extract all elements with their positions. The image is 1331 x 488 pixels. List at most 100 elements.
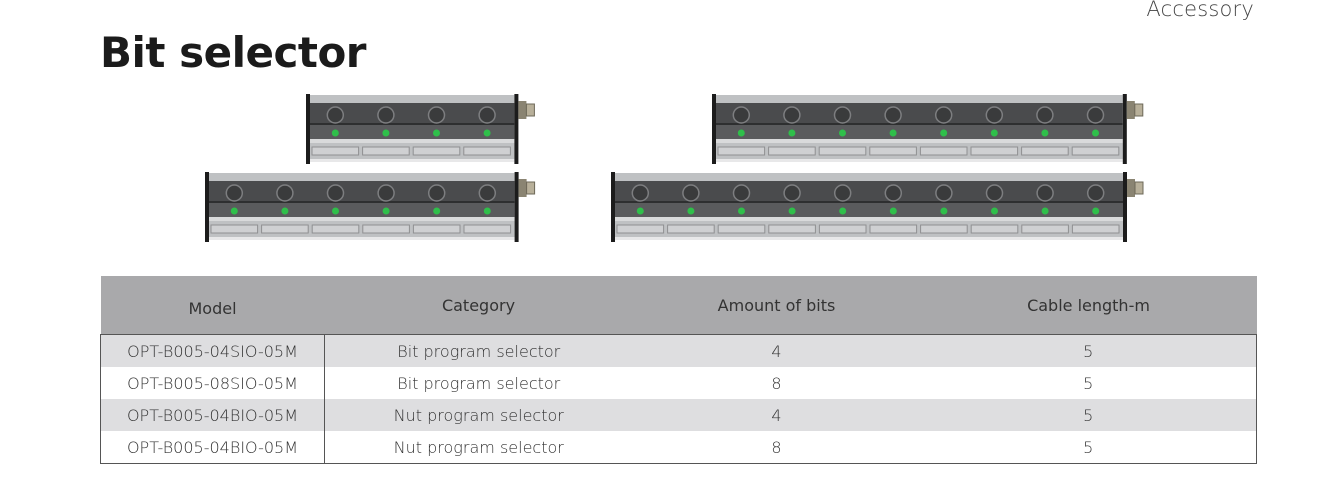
cell-amount-of-bits: 8 <box>632 367 921 399</box>
cell-amount-of-bits: 4 <box>632 399 921 431</box>
status-led-icon <box>483 129 491 137</box>
bit-socket-icon <box>1086 184 1105 202</box>
bit-socket-icon <box>783 184 801 202</box>
bit-socket-icon <box>225 184 244 202</box>
cell-cable-length: 5 <box>920 431 1257 464</box>
status-led-icon <box>1092 207 1100 215</box>
column-header-amount-of-bits: Amount of bits <box>632 276 921 335</box>
end-cap <box>611 172 615 242</box>
connector-icon <box>1127 179 1135 197</box>
column-header-model: Model <box>100 276 325 335</box>
bit-socket-icon <box>732 106 751 124</box>
spec-table: Model Category Amount of bits Cable leng… <box>100 276 1257 464</box>
table-header-row: Model Category Amount of bits Cable leng… <box>100 276 1257 335</box>
status-led-icon <box>281 207 289 215</box>
end-cap <box>205 172 209 242</box>
table-row: OPT-B005-04SIO-05M Bit program selector … <box>100 334 1257 367</box>
status-led-icon <box>839 129 846 137</box>
status-led-icon <box>940 207 948 215</box>
status-led-icon <box>331 129 339 137</box>
cell-cable-length: 5 <box>920 334 1257 367</box>
cell-model: OPT-B005-04SIO-05M <box>100 334 325 367</box>
status-led-icon <box>382 207 390 215</box>
bit-socket-icon <box>1036 184 1054 202</box>
bit-socket-icon <box>783 106 801 124</box>
bit-selector-unit <box>306 94 535 164</box>
bit-socket-icon <box>377 106 395 124</box>
status-led-icon <box>737 129 745 137</box>
status-led-icon <box>332 207 339 215</box>
status-led-icon <box>636 207 644 215</box>
bit-socket-icon <box>935 184 953 202</box>
bit-socket-icon <box>682 184 700 202</box>
bit-socket-icon <box>1086 106 1105 124</box>
status-led-icon <box>382 129 390 137</box>
column-header-cable-length: Cable length-m <box>920 276 1257 335</box>
end-cap <box>514 94 519 164</box>
section-tag: Accessory <box>1146 0 1254 21</box>
end-cap <box>1123 172 1127 242</box>
bit-socket-icon <box>631 184 650 202</box>
status-led-icon <box>433 207 441 215</box>
status-led-icon <box>687 207 695 215</box>
bit-socket-icon <box>934 106 953 124</box>
status-led-icon <box>990 129 998 137</box>
status-led-icon <box>483 207 491 215</box>
bit-socket-icon <box>427 106 446 124</box>
product-image <box>205 94 1144 242</box>
bit-socket-icon <box>833 184 852 202</box>
column-header-category: Category <box>324 276 633 335</box>
bit-socket-icon <box>326 106 345 124</box>
page-title: Bit selector <box>100 28 367 77</box>
status-led-icon <box>1092 129 1099 137</box>
status-led-icon <box>839 207 847 215</box>
status-led-icon <box>1041 129 1049 137</box>
bit-socket-icon <box>884 184 903 202</box>
status-led-icon <box>788 129 796 137</box>
cell-category: Bit program selector <box>324 367 633 399</box>
status-led-icon <box>433 129 440 137</box>
end-cap <box>306 94 310 164</box>
cell-model: OPT-B005-08SIO-05M <box>100 367 325 399</box>
status-led-icon <box>1041 207 1049 215</box>
table-row: OPT-B005-04BIO-05M Nut program selector … <box>100 399 1257 431</box>
cell-amount-of-bits: 8 <box>632 431 921 464</box>
cell-model: OPT-B005-04BIO-05M <box>100 399 325 431</box>
bit-socket-icon <box>732 184 751 202</box>
bit-selector-unit <box>712 94 1144 164</box>
connector-icon <box>518 101 527 119</box>
connector-icon <box>518 179 527 197</box>
bit-socket-icon <box>478 106 496 124</box>
bit-socket-icon <box>276 184 294 202</box>
cell-category: Nut program selector <box>324 399 633 431</box>
connector-icon <box>1126 101 1135 119</box>
status-led-icon <box>991 207 998 215</box>
status-led-icon <box>788 207 796 215</box>
status-led-icon <box>940 129 948 137</box>
bit-socket-icon <box>884 106 902 124</box>
bit-socket-icon <box>1036 106 1054 124</box>
cell-category: Bit program selector <box>324 334 633 367</box>
bit-socket-icon <box>377 184 395 202</box>
bit-selector-unit <box>611 172 1144 242</box>
end-cap <box>514 172 519 242</box>
bit-socket-icon <box>833 106 852 124</box>
bit-socket-icon <box>985 184 1004 202</box>
cell-cable-length: 5 <box>920 367 1257 399</box>
cell-model: OPT-B005-04BIO-05M <box>100 431 325 464</box>
bit-socket-icon <box>985 106 1004 124</box>
bit-socket-icon <box>326 184 345 202</box>
table-row: OPT-B005-04BIO-05M Nut program selector … <box>100 431 1257 464</box>
end-cap <box>712 94 716 164</box>
table-row: OPT-B005-08SIO-05M Bit program selector … <box>100 367 1257 399</box>
end-cap <box>1122 94 1127 164</box>
bit-selector-unit <box>205 172 536 242</box>
cell-amount-of-bits: 4 <box>632 334 921 367</box>
bit-socket-icon <box>478 184 497 202</box>
status-led-icon <box>889 207 897 215</box>
bit-socket-icon <box>427 184 446 202</box>
status-led-icon <box>738 207 745 215</box>
cell-category: Nut program selector <box>324 431 633 464</box>
cell-cable-length: 5 <box>920 399 1257 431</box>
status-led-icon <box>889 129 897 137</box>
